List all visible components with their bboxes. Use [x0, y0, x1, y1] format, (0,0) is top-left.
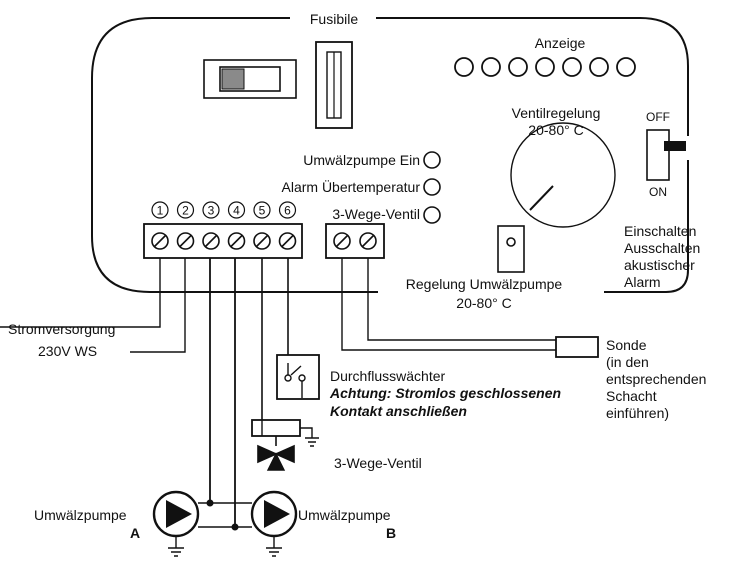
display-led [535, 57, 555, 77]
label-pump-on: Umwälzpumpe Ein [303, 152, 420, 168]
label-pump-a: Umwälzpumpe [34, 507, 127, 523]
terminal-screw [202, 232, 220, 250]
label-pump-b: Umwälzpumpe [298, 507, 391, 523]
terminal-screw [253, 232, 271, 250]
flow-switch [276, 354, 320, 400]
terminal-number-circle [151, 201, 169, 219]
terminal-number: 2 [182, 204, 189, 218]
label-switch-desc-2: Ausschalten [624, 240, 700, 256]
label-pump-range: 20-80° C [456, 295, 511, 311]
label-3way-valve: 3-Wege-Ventil [334, 455, 422, 471]
label-sonde-2: (in den [606, 354, 649, 370]
terminal-number-circle [202, 201, 220, 219]
wire-probe-2 [367, 258, 556, 341]
label-valve-range: 20-80° C [528, 122, 583, 138]
wire-power-2 [130, 258, 186, 353]
temperature-probe [555, 336, 599, 358]
terminal-number: 6 [284, 204, 291, 218]
terminal-screw [227, 232, 246, 250]
display-led [616, 57, 636, 77]
label-pump-regulation: Regelung Umwälzpumpe [406, 276, 563, 292]
control-box-outline [91, 17, 689, 293]
valve-regulator-pointer [529, 185, 554, 211]
indicator-over-temp [423, 178, 441, 196]
label-fusibile: Fusibile [310, 11, 358, 27]
terminal-number-circle [176, 201, 195, 219]
pump-b-earth [266, 536, 282, 557]
wire-power-1 [0, 258, 161, 328]
label-on: ON [649, 185, 667, 199]
label-3way-indicator: 3-Wege-Ventil [332, 206, 420, 222]
terminal-number: 3 [208, 204, 215, 218]
label-off: OFF [646, 110, 670, 124]
label-warning-2: Kontakt anschließen [330, 403, 467, 419]
terminal-screw-slot [280, 234, 295, 248]
display-led [481, 57, 501, 77]
label-switch-desc-1: Einschalten [624, 223, 696, 239]
fuse-holder [315, 41, 353, 129]
terminal-number-circle [227, 201, 246, 219]
terminal-number: 4 [233, 204, 240, 218]
terminal-screws [151, 232, 297, 250]
terminal-screw-slot [204, 234, 218, 248]
wire-probe-1 [341, 258, 556, 351]
label-pump-b-letter: B [386, 525, 396, 541]
terminal-screw-slot [153, 234, 167, 248]
display-led [454, 57, 474, 77]
terminal-screw [176, 232, 195, 250]
terminal-number: 1 [157, 204, 164, 218]
label-flow-switch: Durchflusswächter [330, 368, 445, 384]
indicator-pump-on [423, 151, 441, 169]
selector-switch-knob [221, 68, 245, 90]
label-switch-desc-4: Alarm [624, 274, 661, 290]
terminal-number-circle [278, 201, 297, 219]
pump-regulator-knob [497, 225, 525, 273]
terminal-screw [151, 232, 169, 250]
terminal-block-probe [325, 223, 385, 259]
label-voltage: 230V WS [38, 343, 97, 359]
label-over-temp: Alarm Übertemperatur [282, 178, 421, 195]
terminal-screw-slot [255, 234, 269, 248]
terminal-block-main [143, 223, 303, 259]
label-sonde-1: Sonde [606, 337, 647, 353]
label-sonde-3: entsprechenden [606, 371, 706, 387]
terminal-number-circle [253, 201, 271, 219]
display-led [589, 57, 609, 77]
terminal-number-circles [151, 201, 297, 219]
label-switch-desc-3: akustischer [624, 257, 695, 273]
display-led [562, 57, 582, 77]
label-sonde-4: Schacht [606, 388, 657, 404]
three-way-valve-actuator [251, 419, 301, 437]
label-sonde-5: einführen) [606, 405, 669, 421]
terminal-screw [278, 232, 297, 250]
terminal-screw-slot [229, 234, 244, 248]
selector-switch [203, 59, 297, 99]
valve-regulator-dial [510, 122, 616, 228]
pump-a-earth [168, 536, 184, 557]
display-leds [454, 57, 636, 77]
label-warning-1: Achtung: Stromlos geschlossenen [329, 385, 561, 401]
label-ventilregelung: Ventilregelung [512, 105, 601, 121]
label-power-supply: Stromversorgung [8, 321, 115, 337]
terminal-screw-slot [178, 234, 193, 248]
terminal-number: 5 [259, 204, 266, 218]
indicator-3way-valve [423, 206, 441, 224]
label-anzeige: Anzeige [535, 35, 586, 51]
on-off-toggle [646, 129, 670, 181]
label-pump-a-letter: A [130, 525, 140, 541]
display-led [508, 57, 528, 77]
